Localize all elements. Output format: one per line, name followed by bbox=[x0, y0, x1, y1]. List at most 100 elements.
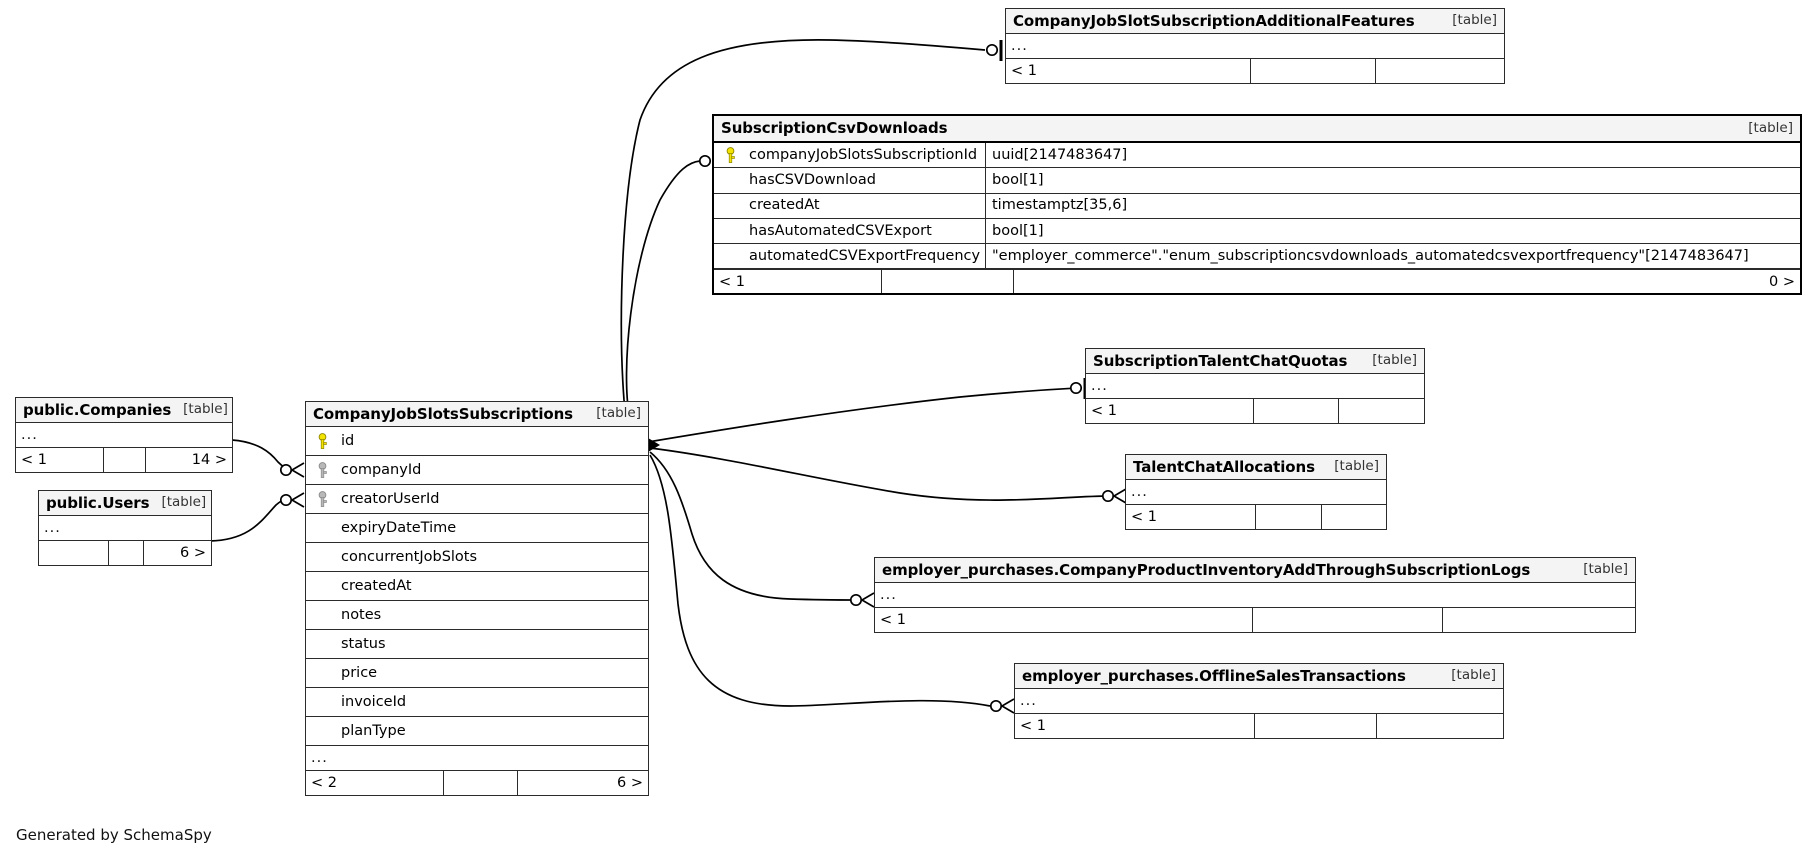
marker-zero-companies bbox=[279, 463, 293, 477]
no-key-spacer bbox=[306, 514, 339, 542]
column-name: automatedCSVExportFrequency bbox=[749, 248, 981, 265]
table-subscription-csv-downloads[interactable]: SubscriptionCsvDownloads [table] company… bbox=[712, 114, 1802, 296]
table-row[interactable]: automatedCSVExportFrequency "employer_co… bbox=[714, 244, 1800, 270]
table-title: SubscriptionCsvDownloads bbox=[721, 119, 948, 137]
column-name: hasCSVDownload bbox=[749, 172, 876, 189]
column-type: bool[1] bbox=[992, 223, 1044, 239]
table-row[interactable]: invoiceId bbox=[306, 688, 648, 717]
table-title: CompanyJobSlotSubscriptionAdditionalFeat… bbox=[1013, 11, 1415, 30]
marker-arrow-subscriptions-id bbox=[648, 438, 660, 452]
no-key-spacer bbox=[306, 717, 339, 745]
table-row[interactable]: createdAt bbox=[306, 572, 648, 601]
table-row[interactable]: notes bbox=[306, 601, 648, 630]
table-header: CompanyJobSlotSubscriptionAdditionalFeat… bbox=[1006, 9, 1504, 34]
table-row[interactable]: status bbox=[306, 630, 648, 659]
table-row[interactable]: planType bbox=[306, 717, 648, 746]
table-header: public.Companies [table] bbox=[16, 398, 232, 423]
footer-children-count bbox=[1322, 505, 1386, 529]
footer-parents-count: < 2 bbox=[306, 771, 444, 795]
table-type-tag: [table] bbox=[1452, 12, 1497, 29]
table-header: employer_purchases.CompanyProductInvento… bbox=[875, 558, 1635, 583]
table-company-product-inventory-add-through-subscription-logs[interactable]: employer_purchases.CompanyProductInvento… bbox=[874, 557, 1636, 633]
column-type: "employer_commerce"."enum_subscriptioncs… bbox=[992, 249, 1749, 264]
column-name: companyId bbox=[341, 461, 422, 478]
footer-children-count: 14 > bbox=[191, 451, 227, 468]
column-name-cell: hasAutomatedCSVExport bbox=[714, 218, 986, 244]
table-offline-sales-transactions[interactable]: employer_purchases.OfflineSalesTransacti… bbox=[1014, 663, 1504, 739]
table-footer: < 1 bbox=[875, 608, 1635, 632]
column-name: id bbox=[341, 432, 355, 449]
key-glyph bbox=[726, 146, 735, 163]
table-public-users[interactable]: public.Users [table] ... 6 > bbox=[38, 490, 212, 566]
column-name: expiryDateTime bbox=[341, 519, 457, 536]
table-body-ellipsis: ... bbox=[16, 423, 232, 448]
table-row[interactable]: concurrentJobSlots bbox=[306, 543, 648, 572]
column-name-cell: createdAt bbox=[714, 193, 986, 218]
edge-to-talent-chat-quotas bbox=[647, 387, 1079, 443]
footer-children-count: 0 > bbox=[1769, 273, 1795, 290]
table-row[interactable]: companyId bbox=[306, 456, 648, 485]
table-body-ellipsis: ... bbox=[306, 746, 648, 771]
marker-crow-users bbox=[290, 492, 305, 508]
footer-parents-count: < 1 bbox=[16, 448, 104, 472]
marker-zero-users bbox=[279, 493, 293, 507]
table-company-job-slot-subscription-additional-features[interactable]: CompanyJobSlotSubscriptionAdditionalFeat… bbox=[1005, 8, 1505, 84]
key-glyph bbox=[318, 461, 327, 478]
table-type-tag: [table] bbox=[1748, 119, 1793, 136]
table-row[interactable]: id bbox=[306, 427, 648, 456]
footer-children-count: 6 > bbox=[617, 774, 643, 791]
table-footer: < 1 bbox=[1126, 505, 1386, 529]
footer-middle bbox=[109, 541, 144, 565]
marker-zero-talent-chat-allocations bbox=[1101, 489, 1115, 503]
foreign-key-icon bbox=[306, 485, 339, 513]
table-footer: < 1 bbox=[1015, 714, 1503, 738]
footer-parents-count: < 1 bbox=[1126, 505, 1256, 529]
footer-parents-count: < 1 bbox=[1015, 714, 1255, 738]
table-columns: id companyId bbox=[306, 427, 648, 746]
table-talent-chat-allocations[interactable]: TalentChatAllocations [table] ... < 1 bbox=[1125, 454, 1387, 530]
column-name-cell: hasCSVDownload bbox=[714, 168, 986, 193]
edge-to-talent-chat-allocations bbox=[649, 447, 1111, 501]
table-header: public.Users [table] bbox=[39, 491, 211, 516]
table-type-tag: [table] bbox=[161, 494, 207, 511]
marker-zero-additional-features bbox=[985, 43, 999, 57]
table-columns: companyJobSlotsSubscriptionId uuid[21474… bbox=[714, 143, 1800, 270]
column-name: status bbox=[341, 635, 386, 652]
table-subscription-talent-chat-quotas[interactable]: SubscriptionTalentChatQuotas [table] ...… bbox=[1085, 348, 1425, 424]
foreign-key-icon bbox=[306, 456, 339, 484]
no-key-spacer bbox=[714, 168, 747, 192]
footer-middle bbox=[444, 771, 518, 795]
table-type-tag: [table] bbox=[1372, 352, 1417, 369]
column-type-cell: timestamptz[35,6] bbox=[986, 194, 1800, 218]
column-type: uuid[2147483647] bbox=[992, 147, 1128, 163]
table-public-companies[interactable]: public.Companies [table] ... < 1 14 > bbox=[15, 397, 233, 473]
marker-crow-offline-sales bbox=[1000, 698, 1015, 714]
table-row[interactable]: createdAt timestamptz[35,6] bbox=[714, 193, 1800, 219]
table-company-job-slots-subscriptions[interactable]: CompanyJobSlotsSubscriptions [table] id bbox=[305, 401, 649, 796]
table-row[interactable]: hasCSVDownload bool[1] bbox=[714, 168, 1800, 194]
marker-zero-talent-chat-quotas bbox=[1069, 381, 1083, 395]
table-row[interactable]: companyJobSlotsSubscriptionId uuid[21474… bbox=[714, 143, 1800, 169]
footer-middle bbox=[882, 270, 1014, 294]
footer-parents-count: < 1 bbox=[714, 270, 882, 294]
no-key-spacer bbox=[306, 572, 339, 600]
table-header: SubscriptionTalentChatQuotas [table] bbox=[1086, 349, 1424, 374]
table-footer: 6 > bbox=[39, 541, 211, 565]
generator-caption: Generated by SchemaSpy bbox=[16, 826, 212, 844]
footer-parents-count: < 1 bbox=[1006, 59, 1251, 83]
table-row[interactable]: hasAutomatedCSVExport bool[1] bbox=[714, 218, 1800, 245]
footer-parents-count: < 1 bbox=[1086, 399, 1254, 423]
table-row[interactable]: creatorUserId bbox=[306, 485, 648, 514]
edge-users-to-subscriptions bbox=[209, 497, 293, 542]
edge-companies-to-subscriptions bbox=[231, 439, 293, 472]
column-name: planType bbox=[341, 722, 406, 739]
table-type-tag: [table] bbox=[1583, 561, 1628, 578]
table-type-tag: [table] bbox=[1334, 458, 1379, 475]
no-key-spacer bbox=[306, 601, 339, 629]
no-key-spacer bbox=[306, 543, 339, 571]
no-key-spacer bbox=[714, 194, 747, 218]
column-name: creatorUserId bbox=[341, 490, 440, 507]
table-row[interactable]: expiryDateTime bbox=[306, 514, 648, 543]
table-row[interactable]: price bbox=[306, 659, 648, 688]
